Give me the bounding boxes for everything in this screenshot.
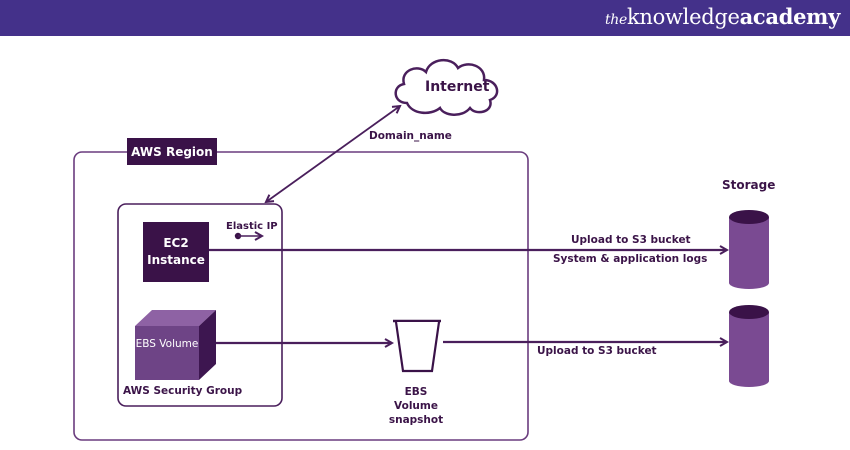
logs-label: System & application logs [553, 253, 708, 265]
internet-label: Internet [425, 79, 490, 95]
header-banner: theknowledgeacademy [0, 0, 850, 36]
storage-cylinder-2-icon [729, 305, 769, 387]
logo-the: the [604, 12, 627, 28]
logo-academy: academy [739, 4, 841, 29]
internet-cloud-icon [394, 59, 499, 116]
logo-knowledge: knowledge [626, 5, 740, 29]
ebs-volume-label: EBS Volume [135, 338, 199, 350]
storage-cylinder-1-icon [729, 210, 769, 289]
brand-logo: theknowledgeacademy [605, 4, 840, 29]
upload-s3-label-1: Upload to S3 bucket [571, 234, 691, 246]
snapshot-label: EBS Volume snapshot [388, 386, 444, 426]
domain-name-label: Domain_name [369, 130, 452, 142]
aws-region-label: AWS Region [127, 138, 217, 165]
domain-arrow [266, 106, 400, 202]
security-group-boundary [117, 203, 283, 407]
ec2-instance-box: EC2 Instance [143, 222, 209, 282]
ebs-volume-cube-icon [135, 310, 216, 380]
snapshot-bucket-icon [393, 319, 441, 373]
upload-s3-label-2: Upload to S3 bucket [537, 345, 657, 357]
security-group-label: AWS Security Group [123, 385, 243, 397]
elastic-ip-label: Elastic IP [226, 221, 278, 232]
storage-title: Storage [722, 178, 776, 192]
